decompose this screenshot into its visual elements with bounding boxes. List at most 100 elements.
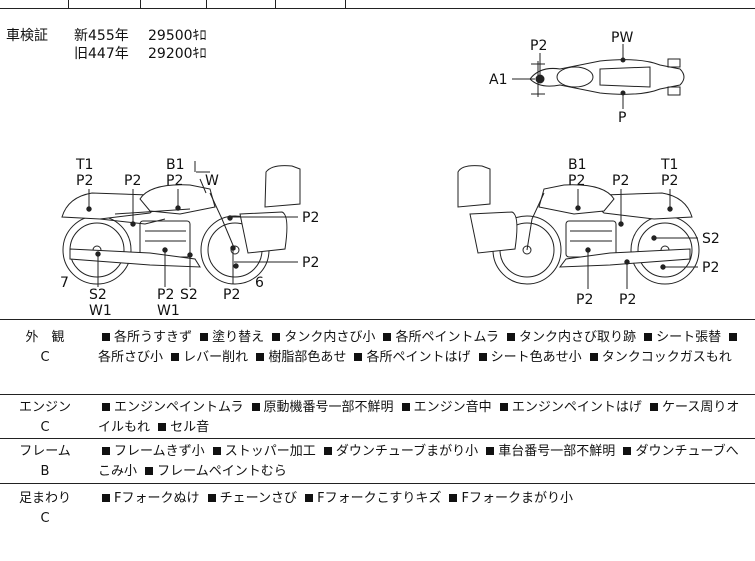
category-grade: C: [40, 420, 50, 435]
top-pw-label: PW: [611, 30, 633, 46]
top-view-motorcycle: [512, 44, 685, 109]
right-view-labels: B1 P2 P2 T1 P2 S2 P2 P2 P2: [568, 157, 720, 308]
left-view-labels: T1 P2 P2 B1 P2 W P2 P2 7 S2 W1 P2 S2 W1 …: [60, 157, 319, 319]
category-grade: C: [40, 350, 50, 365]
bullet-square-icon: [251, 403, 260, 411]
category-name: 外 観: [25, 330, 65, 345]
condition-item: 樹脂部色あせ: [268, 350, 347, 365]
condition-item: エンジン音中: [413, 400, 492, 415]
bullet-square-icon: [644, 333, 653, 341]
bullet-square-icon: [272, 333, 281, 341]
bullet-square-icon: [354, 353, 363, 361]
bullet-square-icon: [158, 423, 167, 431]
condition-item: シート色あせ小: [490, 350, 582, 365]
condition-item: タンクコックガスもれ: [601, 350, 732, 365]
right-view-motorcycle: [457, 165, 700, 285]
left-p2-label: P2: [157, 287, 174, 303]
bullet-square-icon: [589, 353, 598, 361]
bullet-square-icon: [256, 353, 265, 361]
left-s2-label: S2: [180, 287, 198, 303]
header-divider: [275, 0, 276, 9]
left-p2-label: P2: [166, 173, 183, 189]
left-p2-label: P2: [124, 173, 141, 189]
condition-item: 原動機番号一部不鮮明: [263, 400, 394, 415]
condition-item: シート張替: [656, 330, 722, 345]
top-view-labels: P2 PW A1 P: [489, 30, 633, 126]
bullet-square-icon: [305, 494, 314, 502]
category-name: フレーム: [19, 444, 71, 459]
condition-item: 各所ペイントムラ: [395, 330, 499, 345]
left-w-label: W: [205, 173, 219, 189]
bullet-square-icon: [102, 333, 110, 341]
right-view-leaders: [577, 189, 698, 289]
section-items: Fフォークぬけ チェーンさび Fフォークこすりキズ Fフォークまがり小: [98, 489, 745, 509]
old-mileage: 旧447年 29200ｷﾛ: [74, 45, 207, 63]
condition-item: 塗り替え: [212, 330, 265, 345]
left-view-motorcycle: [61, 165, 301, 285]
bullet-square-icon: [212, 447, 221, 455]
old-mileage-value: 29200ｷﾛ: [148, 46, 207, 62]
header-strip: [0, 0, 755, 9]
left-t1-label: T1: [75, 157, 93, 173]
bullet-square-icon: [401, 403, 410, 411]
condition-item: タンク内さび取り跡: [518, 330, 636, 345]
inspection-label: 車検証: [6, 28, 48, 44]
left-p2-label: P2: [302, 210, 319, 226]
condition-item: 車台番号一部不鮮明: [498, 444, 616, 459]
left-p2-label: P2: [302, 255, 319, 271]
condition-item: ストッパー加工: [224, 444, 316, 459]
condition-item: エンジンペイントはげ: [511, 400, 642, 415]
left-p2-label: P2: [223, 287, 240, 303]
condition-item: タンク内さび小: [284, 330, 376, 345]
right-p2-label: P2: [619, 292, 636, 308]
left-number-6: 6: [255, 275, 264, 291]
bullet-square-icon: [323, 447, 332, 455]
condition-item: Fフォークこすりキズ: [317, 491, 442, 506]
right-p2-label: P2: [568, 173, 585, 189]
bullet-square-icon: [449, 494, 458, 502]
section-category: 足まわり C: [0, 489, 90, 529]
condition-item: エンジンペイントムラ: [114, 400, 244, 415]
condition-item: Fフォークまがり小: [461, 491, 573, 506]
bullet-square-icon: [200, 333, 209, 341]
bullet-square-icon: [102, 494, 110, 502]
category-grade: B: [40, 464, 50, 479]
bullet-square-icon: [506, 333, 515, 341]
left-s2-label: S2: [89, 287, 107, 303]
right-p2-label: P2: [702, 260, 719, 276]
condition-item: レバー削れ: [183, 350, 249, 365]
bullet-square-icon: [649, 403, 658, 411]
top-a1-label: A1: [489, 72, 507, 88]
section-exterior: 外 観 C 各所うすきず 塗り替え タンク内さび小 各所ペイントムラ タンク内さ…: [0, 320, 755, 395]
condition-item: ケース周りオイルもれ: [98, 400, 740, 435]
bullet-square-icon: [729, 333, 738, 341]
old-mileage-label: 旧447年: [74, 46, 129, 62]
left-p2-label: P2: [76, 173, 93, 189]
section-category: フレーム B: [0, 442, 90, 482]
damage-diagram-area: 車検証 新455年 29500ｷﾛ 旧447年 29200ｷﾛ: [0, 9, 755, 320]
section-category: 外 観 C: [0, 328, 90, 368]
condition-item: Fフォークぬけ: [114, 491, 200, 506]
condition-item: ダウンチューブまがり小: [335, 444, 479, 459]
bullet-square-icon: [207, 494, 216, 502]
bullet-square-icon: [383, 333, 392, 341]
category-grade: C: [40, 511, 50, 526]
condition-item: チェーンさび: [219, 491, 297, 506]
new-mileage-value: 29500ｷﾛ: [148, 28, 207, 44]
bullet-square-icon: [478, 353, 487, 361]
category-name: 足まわり: [18, 491, 71, 506]
section-items: 各所うすきず 塗り替え タンク内さび小 各所ペイントムラ タンク内さび取り跡 シ…: [98, 328, 745, 368]
new-mileage-label: 新455年: [74, 28, 129, 44]
condition-item: セル音: [170, 420, 210, 435]
left-w1-label: W1: [89, 303, 112, 319]
left-b1-label: B1: [166, 157, 185, 173]
condition-item: 各所ペイントはげ: [366, 350, 471, 365]
right-p2-label: P2: [612, 173, 629, 189]
right-p2-label: P2: [661, 173, 678, 189]
section-frame: フレーム B フレームきず小 ストッパー加工 ダウンチューブまがり小 車台番号一…: [0, 439, 755, 484]
bullet-square-icon: [486, 447, 495, 455]
left-view-leaders: [88, 161, 298, 287]
bullet-square-icon: [145, 467, 154, 475]
bullet-square-icon: [499, 403, 508, 411]
left-number-7: 7: [60, 275, 69, 291]
